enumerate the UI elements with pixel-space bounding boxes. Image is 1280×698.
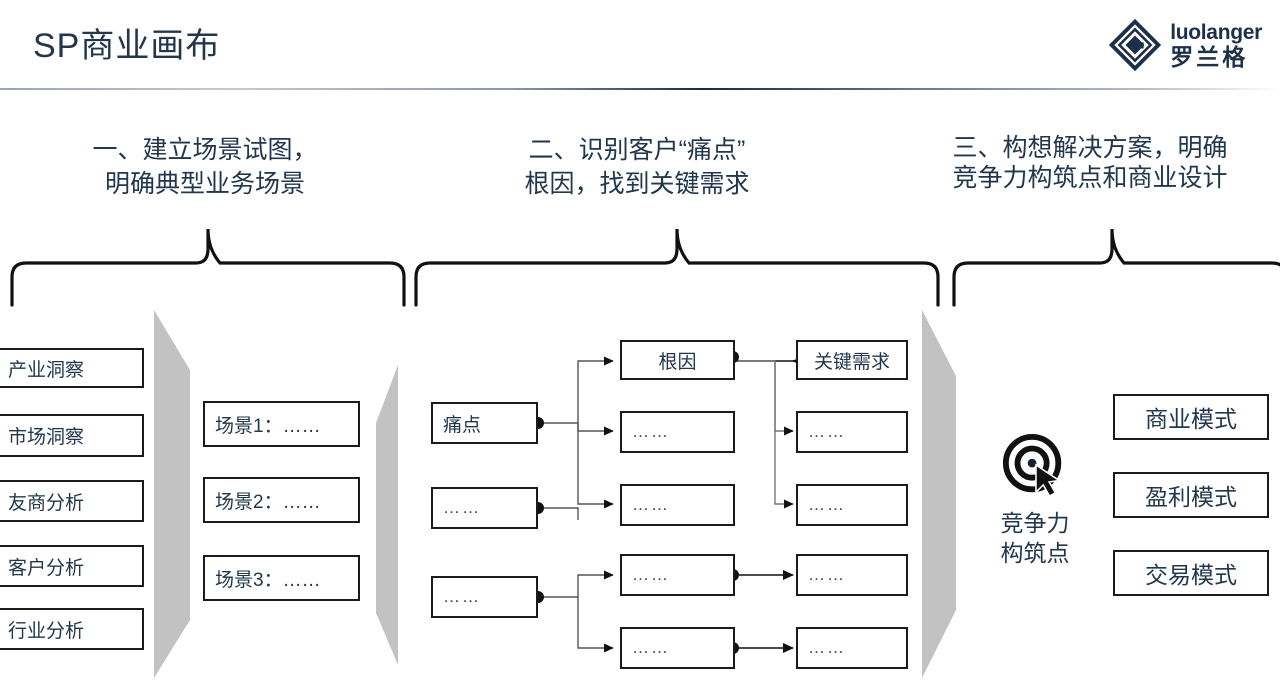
- competitiveness-line2: 构筑点: [1000, 540, 1070, 566]
- target-cursor-icon: [1002, 433, 1062, 498]
- need-box-5[interactable]: ……: [796, 627, 908, 669]
- logo-text-cn: 罗兰格: [1170, 43, 1249, 70]
- need-label-3: ……: [808, 495, 846, 514]
- need-box-3[interactable]: ……: [796, 484, 908, 526]
- need-box-1[interactable]: 关键需求: [796, 340, 908, 380]
- need-label-2: ……: [808, 422, 846, 441]
- competitiveness-line1: 竞争力: [1000, 510, 1070, 536]
- painpoint-box-1[interactable]: 痛点: [431, 402, 538, 444]
- rootcause-label-5: ……: [632, 638, 670, 657]
- scene-label-3: 场景3：……: [215, 569, 321, 591]
- rootcause-box-2[interactable]: ……: [620, 411, 735, 453]
- painpoint-label-3: ……: [443, 587, 481, 606]
- scene-box-2[interactable]: 场景2：……: [203, 477, 360, 523]
- scene-label-1: 场景1：……: [215, 415, 321, 437]
- painpoint-label-2: ……: [443, 498, 481, 517]
- rootcause-box-5[interactable]: ……: [620, 627, 735, 669]
- painpoint-label-1: 痛点: [443, 414, 482, 436]
- section-three-line1: 三、构想解决方案，明确: [952, 134, 1228, 162]
- mode-box-3[interactable]: 交易模式: [1113, 550, 1269, 596]
- rootcause-label-3: ……: [632, 495, 670, 514]
- brace-section-three: [952, 228, 1280, 307]
- brand-logo: luolanger 罗兰格: [1109, 14, 1262, 76]
- rootcause-label-2: ……: [632, 422, 670, 441]
- analysis-label-4: 客户分析: [8, 557, 85, 579]
- analysis-label-2: 市场洞察: [8, 427, 85, 448]
- divider-chevron-3: [922, 310, 956, 678]
- diamond-emblem-icon: [1109, 19, 1162, 71]
- analysis-box-1[interactable]: 产业洞察: [0, 348, 144, 388]
- analysis-label-5: 行业分析: [8, 620, 85, 642]
- mode-box-1[interactable]: 商业模式: [1113, 394, 1269, 440]
- section-two-line2: 根因，找到关键需求: [524, 170, 750, 198]
- scene-box-1[interactable]: 场景1：……: [203, 401, 360, 447]
- rootcause-box-1[interactable]: 根因: [620, 340, 735, 380]
- analysis-box-4[interactable]: 客户分析: [0, 545, 144, 587]
- header-divider: [0, 88, 1280, 90]
- painpoint-box-3[interactable]: ……: [431, 576, 538, 618]
- painpoint-box-2[interactable]: ……: [431, 487, 538, 529]
- section-one-line2: 明确典型业务场景: [104, 170, 305, 198]
- divider-chevron-1: [154, 310, 190, 678]
- scene-label-2: 场景2：……: [215, 491, 321, 513]
- section-heading-one: 一、建立场景试图， 明确典型业务场景: [55, 133, 355, 201]
- analysis-label-1: 产业洞察: [8, 359, 85, 381]
- competitiveness-label: 竞争力 构筑点: [975, 508, 1095, 568]
- section-three-line2: 竞争力构筑点和商业设计: [952, 164, 1228, 192]
- analysis-box-3[interactable]: 友商分析: [0, 480, 144, 522]
- analysis-box-5[interactable]: 行业分析: [0, 608, 144, 650]
- rootcause-box-4[interactable]: ……: [620, 554, 735, 596]
- section-two-line1: 二、识别客户“痛点”: [528, 136, 746, 164]
- need-label-5: ……: [808, 638, 846, 657]
- need-box-4[interactable]: ……: [796, 554, 908, 596]
- section-heading-two: 二、识别客户“痛点” 根因，找到关键需求: [472, 133, 802, 201]
- divider-chevron-2: [376, 365, 398, 665]
- brace-section-one: [10, 228, 406, 307]
- scene-box-3[interactable]: 场景3：……: [203, 555, 360, 601]
- mode-label-3: 交易模式: [1145, 562, 1237, 588]
- need-label-4: ……: [808, 565, 846, 584]
- analysis-label-3: 友商分析: [8, 492, 85, 514]
- mode-label-1: 商业模式: [1145, 406, 1237, 432]
- page-title: SP商业画布: [33, 27, 221, 65]
- rootcause-label-1: 根因: [658, 351, 697, 373]
- section-one-line1: 一、建立场景试图，: [92, 136, 318, 164]
- mode-label-2: 盈利模式: [1145, 484, 1237, 510]
- logo-text-en: luolanger: [1170, 20, 1262, 44]
- rootcause-box-3[interactable]: ……: [620, 484, 735, 526]
- rootcause-label-4: ……: [632, 565, 670, 584]
- brace-section-two: [414, 228, 940, 307]
- need-label-1: 关键需求: [813, 351, 890, 373]
- analysis-box-2[interactable]: 市场洞察: [0, 414, 144, 457]
- section-heading-three: 三、构想解决方案，明确 竞争力构筑点和商业设计: [900, 133, 1280, 193]
- competitiveness-block: 竞争力 构筑点: [975, 432, 1095, 568]
- need-box-2[interactable]: ……: [796, 411, 908, 453]
- mode-box-2[interactable]: 盈利模式: [1113, 472, 1269, 518]
